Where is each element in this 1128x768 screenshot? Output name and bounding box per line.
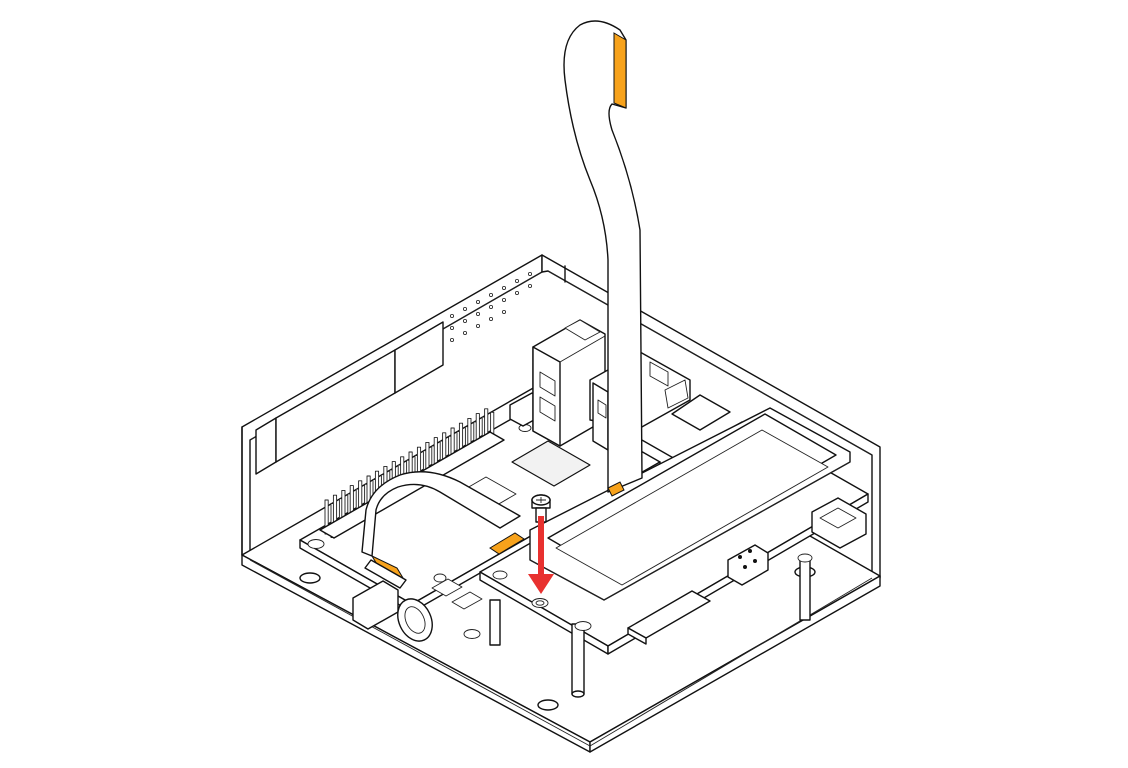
down-arrow-icon [528, 516, 554, 594]
ribbon-cable-long [563, 20, 643, 497]
ribbon-contact-bottom [607, 481, 625, 497]
cpu-chip [511, 440, 591, 487]
ribbon-contact-right [489, 532, 525, 555]
nvme-ssd [529, 407, 851, 608]
enclosure-back-walls [241, 254, 881, 579]
vent-holes [449, 271, 533, 342]
ribbon-cable-short [361, 471, 525, 589]
ribbon-contact-top [613, 32, 627, 109]
